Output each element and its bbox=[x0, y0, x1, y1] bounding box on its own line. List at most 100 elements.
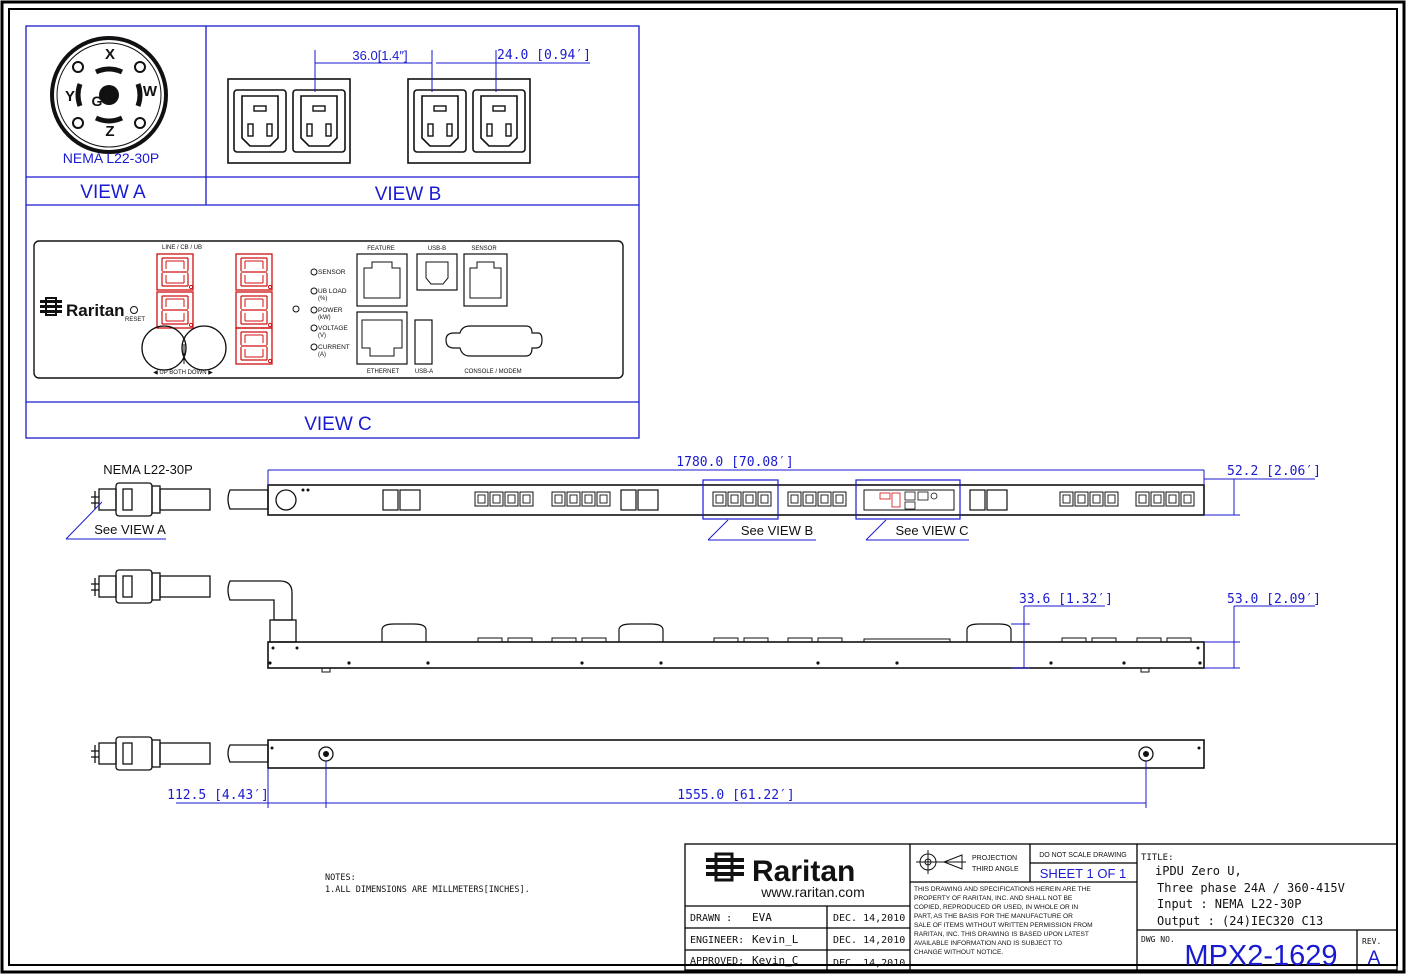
led-voltage-unit: (V) bbox=[318, 333, 326, 339]
led-power-unit: (kW) bbox=[318, 315, 331, 321]
outlet-group-right bbox=[407, 78, 531, 164]
see-view-c: See VIEW C bbox=[896, 523, 969, 538]
title-line-1: iPDU Zero U, bbox=[1155, 864, 1242, 878]
disclaimer-line-7: AVAILABLE INFORMATION AND IS SUBJECT TO bbox=[914, 940, 1062, 947]
panel-brand: Raritan bbox=[66, 301, 125, 320]
notes-heading: NOTES: bbox=[325, 873, 356, 883]
pdu-back-body bbox=[267, 739, 1205, 769]
side-dims bbox=[1011, 605, 1315, 669]
feature-port[interactable] bbox=[356, 253, 408, 307]
dim-outlet-gap: 24.0 [0.94′] bbox=[497, 48, 591, 63]
led-ubload-unit: (%) bbox=[318, 296, 327, 302]
engineer-name: Kevin_L bbox=[752, 933, 799, 946]
nema-plug-face-icon bbox=[50, 36, 168, 154]
dim-mount-spacing: 1555.0 [61.22′] bbox=[677, 788, 794, 803]
down-button[interactable] bbox=[181, 325, 227, 371]
led-power-label: POWER bbox=[318, 307, 343, 314]
led-current-label: CURRENT bbox=[318, 344, 350, 351]
reset-label: RESET bbox=[125, 317, 145, 323]
dim-width: 52.2 [2.06′] bbox=[1227, 464, 1321, 479]
title-label: TITLE: bbox=[1141, 853, 1174, 863]
plug-front bbox=[91, 482, 269, 517]
callout-leaders bbox=[65, 501, 969, 541]
feature-label: FEATURE bbox=[367, 246, 395, 252]
dwg-no-label: DWG NO. bbox=[1141, 935, 1175, 944]
led-ubload-label: UB LOAD bbox=[318, 288, 347, 295]
view-b-dimension-lines bbox=[314, 50, 590, 92]
pin-g-label: G bbox=[92, 93, 103, 109]
view-a-title: VIEW A bbox=[80, 182, 146, 203]
console-modem-label: CONSOLE / MODEM bbox=[464, 369, 521, 375]
approved-date: DEC. 14,2010 bbox=[833, 958, 905, 969]
sensor-port-label: SENSOR bbox=[471, 246, 497, 252]
dim-depth-step: 33.6 [1.32′] bbox=[1019, 592, 1113, 607]
pdu-front-body bbox=[267, 484, 1205, 516]
line-cb-ub-label: LINE / CB / UB bbox=[162, 245, 202, 251]
pin-w-label: W bbox=[143, 83, 158, 100]
raritan-logo-icon bbox=[40, 297, 62, 316]
ethernet-port[interactable] bbox=[356, 311, 408, 365]
disclaimer-line-4: PART, AS THE BASIS FOR THE MANUFACTURE O… bbox=[914, 913, 1073, 920]
title-line-3: Input : NEMA L22-30P bbox=[1157, 897, 1302, 911]
pin-z-label: Z bbox=[105, 123, 114, 140]
view-c-callout-box bbox=[855, 479, 961, 520]
ethernet-label: ETHERNET bbox=[367, 369, 400, 375]
usb-b-port[interactable] bbox=[416, 253, 458, 291]
usb-b-label: USB-B bbox=[428, 246, 446, 252]
approved-name: Kevin_C bbox=[752, 954, 798, 967]
title-block-logo-icon bbox=[706, 852, 744, 882]
pdu-side-body bbox=[267, 623, 1205, 673]
dim-overall-length: 1780.0 [70.08′] bbox=[676, 455, 793, 470]
dim-mount-offset: 112.5 [4.43′] bbox=[167, 788, 269, 803]
disclaimer-line-6: RARITAN, INC. THIS DRAWING IS BASED UPON… bbox=[914, 931, 1089, 938]
title-line-4: Output : (24)IEC320 C13 bbox=[1157, 914, 1323, 928]
do-not-scale: DO NOT SCALE DRAWING bbox=[1039, 852, 1127, 859]
title-block-grid bbox=[684, 843, 1398, 971]
see-view-b: See VIEW B bbox=[741, 523, 813, 538]
drawing-number: MPX2-1629 bbox=[1184, 940, 1337, 972]
title-line-2: Three phase 24A / 360-415V bbox=[1157, 881, 1345, 895]
controller-panel: Raritan RESET LINE / CB / UB ◀ UP BOTH D… bbox=[33, 240, 624, 379]
projection-label: PROJECTION bbox=[972, 855, 1017, 862]
sheet-number: SHEET 1 OF 1 bbox=[1040, 866, 1126, 881]
dim-depth: 53.0 [2.09′] bbox=[1227, 592, 1321, 607]
drawn-name: EVA bbox=[752, 911, 772, 924]
sensor-port[interactable] bbox=[463, 253, 508, 307]
usb-a-port[interactable] bbox=[414, 319, 433, 365]
drawn-label: DRAWN : bbox=[690, 913, 732, 924]
title-block-logo: Raritan bbox=[752, 855, 855, 888]
view-b-title: VIEW B bbox=[375, 184, 442, 205]
overall-length-dim bbox=[267, 469, 1315, 516]
revision: A bbox=[1368, 948, 1381, 969]
led-sensor-label: SENSOR bbox=[318, 269, 346, 276]
pin-y-label: Y bbox=[65, 88, 75, 105]
up-both-down-label: ◀ UP BOTH DOWN ▶ bbox=[153, 370, 213, 376]
front-plug-label: NEMA L22-30P bbox=[103, 462, 193, 477]
engineer-date: DEC. 14,2010 bbox=[833, 935, 905, 946]
disclaimer-line-8: CHANGE WITHOUT NOTICE. bbox=[914, 949, 1003, 956]
views-frame bbox=[25, 25, 640, 439]
dim-outlet-pitch: 36.0[1.4″] bbox=[352, 48, 407, 63]
engineer-label: ENGINEER: bbox=[690, 935, 744, 946]
led-voltage-label: VOLTAGE bbox=[318, 325, 348, 332]
nema-label: NEMA L22-30P bbox=[63, 150, 160, 166]
third-angle-label: THIRD ANGLE bbox=[972, 866, 1019, 873]
up-button[interactable] bbox=[141, 325, 187, 371]
usb-a-label: USB-A bbox=[415, 369, 433, 375]
notes-line1: 1.ALL DIMENSIONS ARE MILLMETERS[INCHES]. bbox=[325, 885, 530, 895]
view-b-callout-box bbox=[702, 479, 779, 520]
inner-border bbox=[8, 8, 1398, 966]
plug-side bbox=[91, 569, 297, 643]
outlet-group-left bbox=[227, 78, 351, 164]
third-angle-projection-icon bbox=[916, 850, 966, 874]
led-current-unit: (A) bbox=[318, 352, 326, 358]
website: www.raritan.com bbox=[760, 884, 864, 900]
plug-back bbox=[91, 736, 269, 771]
console-port[interactable] bbox=[445, 325, 543, 357]
view-c-title: VIEW C bbox=[304, 414, 372, 435]
disclaimer-line-1: THIS DRAWING AND SPECIFICATIONS HEREIN A… bbox=[914, 886, 1091, 893]
drawn-date: DEC. 14,2010 bbox=[833, 913, 905, 924]
disclaimer-line-2: PROPERTY OF RARITAN, INC. AND SHALL NOT … bbox=[914, 895, 1073, 902]
